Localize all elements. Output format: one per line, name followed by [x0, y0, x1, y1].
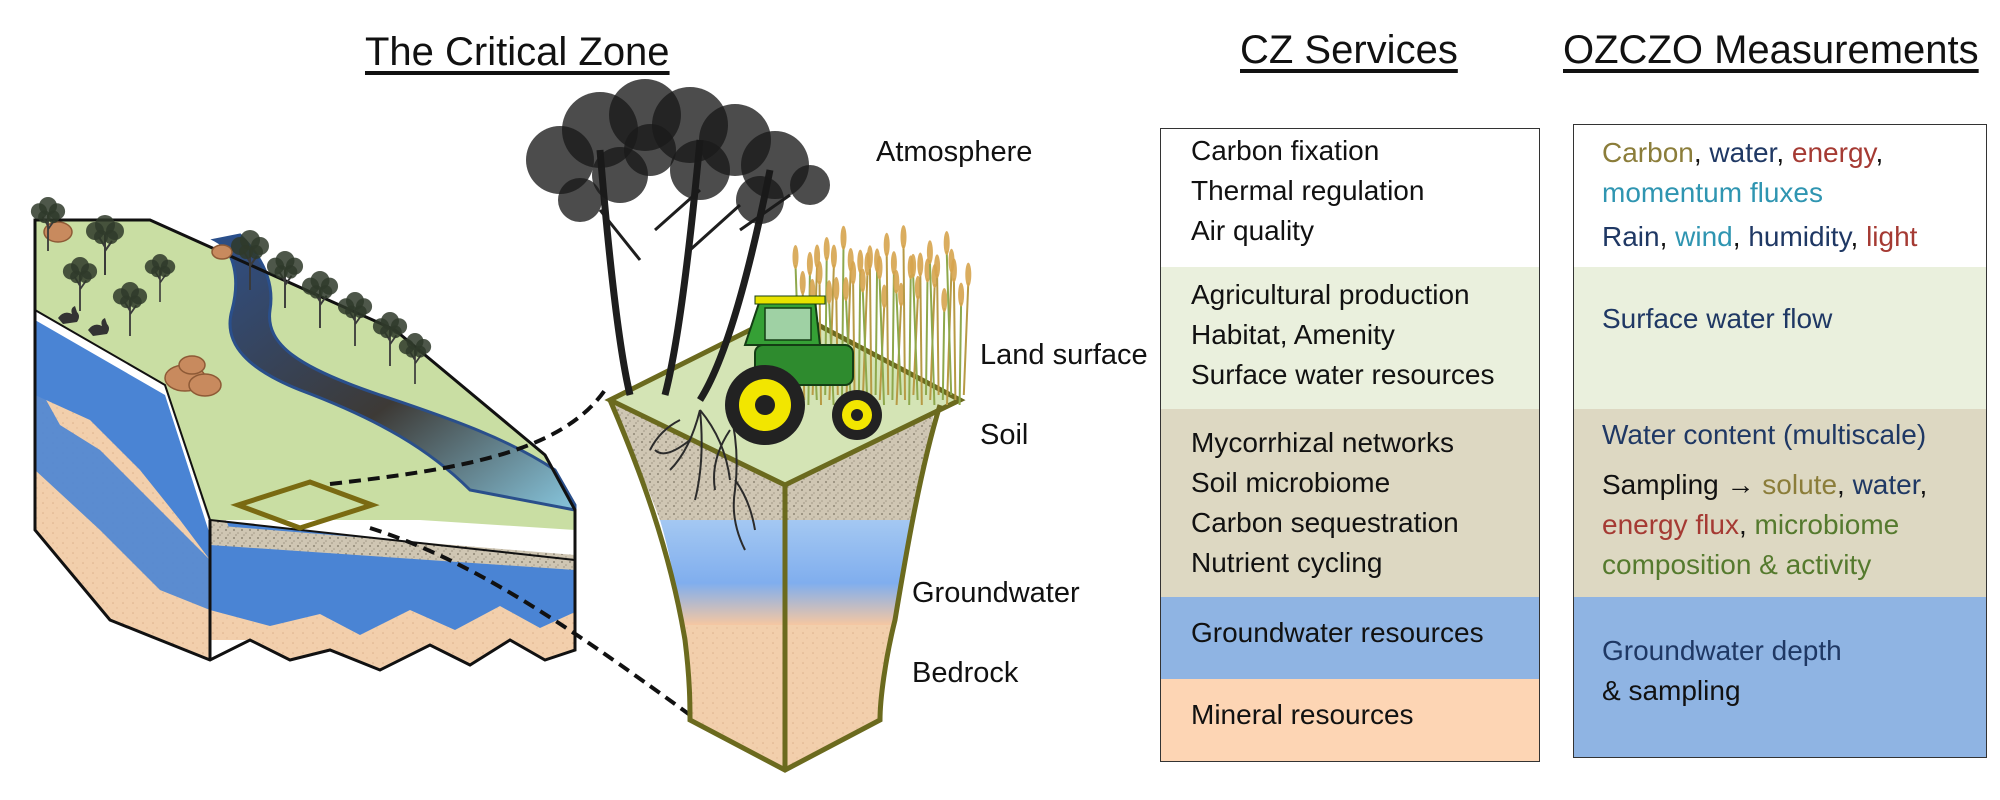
tree-canopy [670, 140, 730, 200]
measurement-text: , [1693, 137, 1710, 168]
cz-services-heading: CZ Services [1240, 28, 1458, 72]
service-item: Soil microbiome [1191, 467, 1391, 498]
zoom-connector-lower [369, 526, 692, 717]
service-item: Mycorrhizal networks [1191, 427, 1454, 458]
measurement-text: water [1852, 469, 1920, 500]
measurement-text: composition & activity [1602, 549, 1872, 580]
measurements-atmosphere-band: Carbon, water, energy, momentum fluxes R… [1574, 125, 1986, 267]
measurement-text: energy [1791, 137, 1876, 168]
service-item: Habitat, Amenity [1191, 319, 1395, 350]
service-item: Mineral resources [1191, 699, 1414, 730]
ozczo-measurements-table: Carbon, water, energy, momentum fluxes R… [1573, 124, 1987, 758]
tree-canopy [736, 176, 784, 224]
kangaroo-icon [58, 306, 109, 336]
service-item: Air quality [1191, 215, 1314, 246]
small-tree-icon [30, 197, 66, 252]
measurement-line: Carbon, water, energy, [1602, 133, 1883, 173]
measurement-line: Water content (multiscale) [1602, 415, 1926, 455]
measurement-line: & sampling [1602, 671, 1741, 711]
small-tree-icon [231, 230, 269, 290]
measurement-text: humidity [1748, 221, 1851, 252]
measurement-line: composition & activity [1602, 545, 1871, 585]
measurement-text: & sampling [1602, 675, 1741, 706]
small-tree-icon [112, 282, 148, 337]
measurements-groundwater-band: Groundwater depth & sampling [1574, 597, 1986, 757]
small-tree-icon [337, 292, 373, 347]
small-tree-icon [301, 271, 339, 329]
small-tree-icon [266, 251, 304, 309]
layer-label-bedrock: Bedrock [912, 657, 1019, 689]
measurement-text: Carbon [1602, 137, 1694, 168]
sample-plot-square [230, 479, 380, 531]
ozczo-measurements-heading: OZCZO Measurements [1563, 28, 1979, 72]
measurement-text: , [1659, 221, 1676, 252]
landscape-trees [30, 197, 432, 385]
small-tree-icon [372, 312, 408, 367]
small-tree-icon [86, 215, 124, 275]
service-item: Agricultural production [1191, 279, 1470, 310]
small-tree-icon [398, 333, 432, 385]
measurement-line: energy flux, microbiome [1602, 505, 1899, 545]
measurement-text: Water content (multiscale) [1602, 419, 1927, 450]
measurement-text: momentum fluxes [1602, 177, 1823, 208]
measurement-text: energy flux [1602, 509, 1739, 540]
zoom-connector-upper [329, 388, 607, 486]
small-tree-icon [62, 257, 98, 312]
measurement-text: , [1732, 221, 1749, 252]
services-atmosphere-band: Carbon fixation Thermal regulation Air q… [1161, 129, 1539, 267]
measurement-text: light [1866, 221, 1918, 252]
small-tree-icon [144, 254, 176, 303]
eucalyptus-trees [526, 79, 830, 402]
service-item: Carbon fixation [1191, 135, 1380, 166]
measurement-text: , [1875, 137, 1884, 168]
measurement-text: Rain [1602, 221, 1660, 252]
layer-label-atmosphere: Atmosphere [876, 136, 1033, 168]
measurement-text: , [1776, 137, 1792, 168]
measurement-text: , [1919, 469, 1928, 500]
layer-label-groundwater: Groundwater [912, 577, 1080, 609]
services-surface-band: Agricultural production Habitat, Amenity… [1161, 267, 1539, 409]
tree-canopy [624, 124, 676, 176]
services-soil-band: Mycorrhizal networks Soil microbiome Car… [1161, 409, 1539, 597]
service-item: Nutrient cycling [1191, 547, 1383, 578]
layer-label-land-surface: Land surface [980, 339, 1148, 371]
tree-canopy [558, 178, 602, 222]
measurement-text: solute [1762, 469, 1838, 500]
critical-zone-heading: The Critical Zone [365, 30, 670, 74]
critical-zone-illustration [30, 79, 972, 773]
service-item: Carbon sequestration [1191, 507, 1459, 538]
measurements-soil-band: Water content (multiscale) Sampling → so… [1574, 409, 1986, 597]
measurement-text: water [1709, 137, 1777, 168]
measurement-line: Sampling → solute, water, [1602, 465, 1927, 505]
service-item: Surface water resources [1191, 359, 1495, 390]
measurement-line: Groundwater depth [1602, 631, 1842, 671]
measurement-text: , [1837, 469, 1853, 500]
measurement-line: Rain, wind, humidity, light [1602, 217, 1917, 257]
measurement-text: , [1850, 221, 1867, 252]
tree-canopy [790, 165, 830, 205]
tree-roots [649, 409, 756, 551]
measurement-line: momentum fluxes [1602, 173, 1823, 213]
rock-cluster-icon [43, 221, 233, 397]
measurement-text: , [1738, 509, 1755, 540]
services-bedrock-band: Mineral resources [1161, 679, 1539, 761]
service-item: Groundwater resources [1191, 617, 1484, 648]
service-item: Thermal regulation [1191, 175, 1425, 206]
landscape-block [33, 218, 577, 672]
measurements-surface-band: Surface water flow [1574, 267, 1986, 409]
cz-services-table: Carbon fixation Thermal regulation Air q… [1160, 128, 1540, 762]
measurement-line: Surface water flow [1602, 299, 1832, 339]
layer-label-soil: Soil [980, 419, 1029, 451]
measurement-text: wind [1675, 221, 1733, 252]
measurement-text: Groundwater depth [1602, 635, 1842, 666]
measurement-text: Surface water flow [1602, 303, 1833, 334]
tractor-icon [725, 295, 882, 445]
measurement-text: Sampling → [1602, 469, 1763, 500]
services-groundwater-band: Groundwater resources [1161, 597, 1539, 679]
measurement-text: microbiome [1754, 509, 1900, 540]
